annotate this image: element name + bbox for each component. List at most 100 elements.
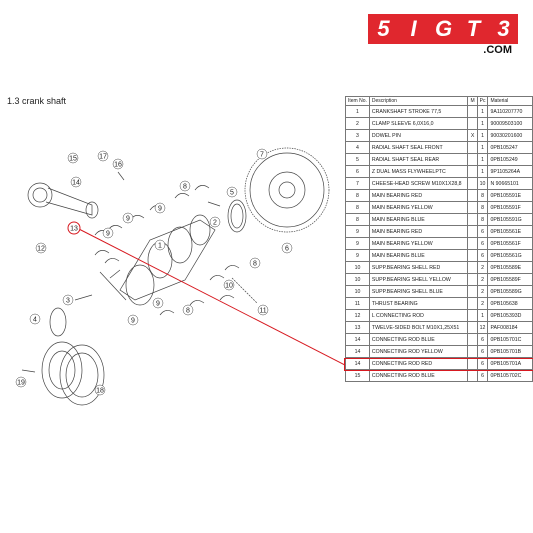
callout-3: 3 (62, 294, 74, 306)
cell-m (467, 237, 478, 250)
callout-8: 8 (179, 180, 191, 192)
cell-m (467, 153, 478, 166)
cell-qty: 8 (476, 213, 489, 226)
callout-15: 15 (67, 152, 79, 164)
cell-m (467, 189, 478, 202)
svg-text:4: 4 (33, 317, 37, 324)
cell-material: 0PB105702C (487, 369, 533, 382)
cell-material: 0PB105249 (487, 153, 533, 166)
cell-material: 90030201600 (487, 129, 533, 142)
callout-10: 10 (223, 279, 235, 291)
callout-12: 12 (35, 242, 47, 254)
cell-qty: 6 (476, 333, 489, 346)
header-description: Description (368, 96, 469, 106)
cell-m (467, 369, 478, 382)
cell-item-no: 8 (345, 201, 370, 214)
cell-m (467, 141, 478, 154)
callout-14: 14 (70, 176, 82, 188)
svg-text:13: 13 (70, 226, 78, 233)
cell-m (467, 249, 478, 262)
cell-qty: 6 (476, 225, 489, 238)
cell-m (467, 273, 478, 286)
logo-letter: I (398, 14, 428, 44)
cell-material: N 90665101 (487, 177, 533, 190)
cell-item-no: 9 (345, 249, 370, 262)
cell-item-no: 3 (345, 129, 370, 142)
callout-8: 8 (182, 304, 194, 316)
svg-text:11: 11 (259, 308, 266, 315)
cell-qty: 2 (476, 285, 489, 298)
cell-description: RADIAL SHAFT SEAL FRONT (368, 141, 469, 154)
cell-material: 0PB105638 (487, 297, 533, 310)
cell-description: TWELVE-SIDED BOLT M10X1,25X51 (368, 321, 469, 334)
cell-material: 0PB105589G (487, 285, 533, 298)
cell-material: 0PB105393D (487, 309, 533, 322)
front-seal-drawing (49, 307, 67, 337)
cell-item-no: 11 (345, 297, 370, 310)
cell-material: 0PB105701B (487, 345, 533, 358)
brand-logo[interactable]: 5 I G T 3 .COM (368, 14, 518, 60)
svg-text:10: 10 (225, 283, 233, 290)
cell-item-no: 12 (345, 309, 370, 322)
svg-text:9: 9 (126, 216, 130, 223)
callout-5: 5 (226, 186, 238, 198)
svg-text:15: 15 (69, 156, 77, 163)
svg-text:6: 6 (285, 246, 289, 253)
cell-description: MAIN BEARING RED (368, 225, 469, 238)
cell-m (467, 225, 478, 238)
cell-item-no: 10 (345, 261, 370, 274)
callout-9: 9 (152, 297, 164, 309)
cell-description: SUPP.BEARING SHELL YELLOW (368, 273, 469, 286)
cell-m (467, 201, 478, 214)
logo-letter: G (428, 14, 458, 44)
table-header-row: Item No. Description M Pc Material (345, 96, 533, 106)
cell-item-no: 8 (345, 213, 370, 226)
cell-item-no: 5 (345, 153, 370, 166)
svg-text:9: 9 (158, 206, 162, 213)
cell-m (467, 309, 478, 322)
cell-description: CONNECTING ROD BLUE (368, 369, 469, 382)
exploded-diagram: 1 2 3 4 5 6 7 8 8 8 9 9 9 9 9 10 11 12 1… (15, 147, 345, 406)
header-item-no: Item No. (345, 96, 370, 106)
svg-text:9: 9 (106, 231, 110, 238)
cell-material: PAF008184 (487, 321, 533, 334)
cell-description: L CONNECTING ROD (368, 309, 469, 322)
section-title: 1.3 crank shaft (7, 96, 67, 106)
cell-item-no: 14 (345, 345, 370, 358)
cell-m (467, 285, 478, 298)
cell-qty: 6 (476, 249, 489, 262)
svg-text:5: 5 (230, 190, 234, 197)
flywheel-drawing (244, 147, 330, 233)
svg-text:3: 3 (66, 298, 70, 305)
cell-material: 0PB105247 (487, 141, 533, 154)
cell-m (467, 177, 478, 190)
cell-m (467, 117, 478, 130)
cell-m (467, 297, 478, 310)
cell-qty: 2 (476, 261, 489, 274)
